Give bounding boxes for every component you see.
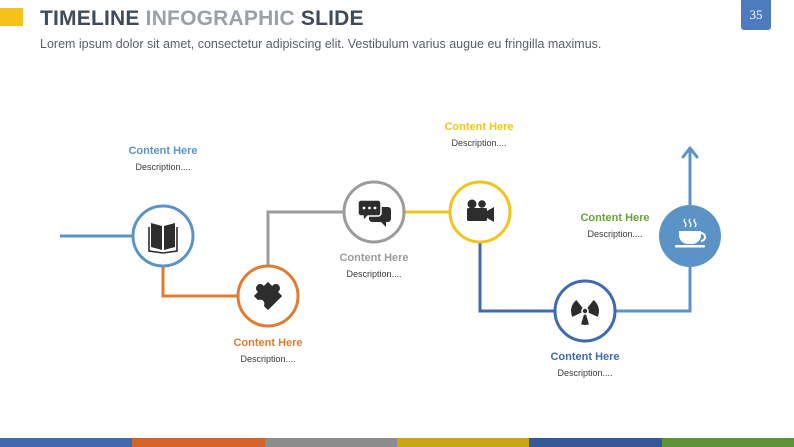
step-5-label: Content Here Description.... xyxy=(510,350,660,380)
step-4-label: Content Here Description.... xyxy=(404,120,554,150)
slide-subtitle: Lorem ipsum dolor sit amet, consectetur … xyxy=(40,37,602,51)
step-5-node xyxy=(553,279,617,343)
accent-square xyxy=(0,8,23,26)
step-6-label: Content Here Description.... xyxy=(540,211,690,241)
step-2-heading: Content Here xyxy=(233,337,303,349)
step-1-description: Description.... xyxy=(135,162,191,172)
radiation-icon xyxy=(571,296,599,325)
bottom-bar-segment xyxy=(661,438,794,447)
slide-title: TIMELINE INFOGRAPHIC SLIDE xyxy=(40,7,364,30)
step-4-heading: Content Here xyxy=(444,121,514,133)
step-2-label: Content Here Description.... xyxy=(193,336,343,366)
video-camera-icon xyxy=(467,199,494,222)
connector-1-2 xyxy=(161,266,238,298)
connector-2-3 xyxy=(266,210,343,266)
step-6-description: Description.... xyxy=(587,229,643,239)
step-5-description: Description.... xyxy=(557,368,613,378)
bottom-bar-segment xyxy=(264,438,397,447)
connector-4-5 xyxy=(478,243,554,313)
step-3-heading: Content Here xyxy=(339,252,409,264)
step-4-node xyxy=(448,180,512,244)
book-icon xyxy=(148,223,178,254)
bottom-bar-segment xyxy=(132,438,265,447)
step-2-description: Description.... xyxy=(240,354,296,364)
coffee-cup-icon xyxy=(675,218,706,248)
step-1-node xyxy=(131,204,195,268)
bottom-bar-segment xyxy=(529,438,662,447)
step-1-label: Content Here Description.... xyxy=(88,144,238,174)
step-4-description: Description.... xyxy=(451,138,507,148)
step-3-node xyxy=(342,180,406,244)
step-5-heading: Content Here xyxy=(550,351,620,363)
step-3-description: Description.... xyxy=(346,269,402,279)
step-6-node xyxy=(659,205,721,267)
bottom-bar-segment xyxy=(0,438,133,447)
step-6-heading: Content Here xyxy=(580,212,650,224)
puzzle-icon xyxy=(253,281,283,311)
chat-icon xyxy=(357,199,391,227)
bottom-bar-segment xyxy=(396,438,530,447)
bottom-color-bar xyxy=(0,438,794,447)
connector-5-6 xyxy=(616,266,692,313)
step-1-heading: Content Here xyxy=(128,145,198,157)
step-3-label: Content Here Description.... xyxy=(299,251,449,281)
page-number-badge: 35 xyxy=(741,0,771,30)
step-2-node xyxy=(236,264,300,328)
arrow-head-icon xyxy=(681,146,699,159)
